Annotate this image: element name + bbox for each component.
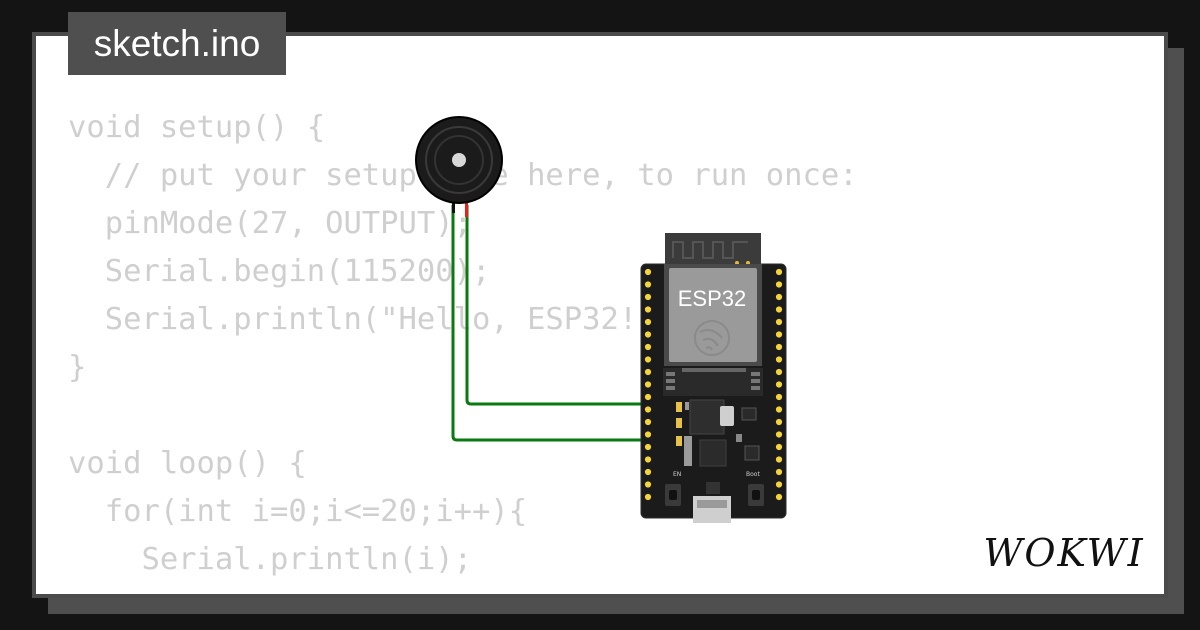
header-pin[interactable]	[644, 481, 652, 488]
wokwi-logo-text: WOKWI	[983, 531, 1144, 575]
file-tab[interactable]: sketch.ino	[68, 12, 286, 75]
code-line: if(i==5){	[68, 584, 858, 594]
esp32-board[interactable]: ESP32	[640, 233, 787, 523]
pin-header-right	[775, 268, 783, 501]
buzzer-red-lead	[465, 203, 468, 217]
header-pin[interactable]	[775, 318, 783, 326]
code-line: for(int i=0;i<=20;i++){	[68, 494, 528, 529]
header-pin[interactable]	[775, 456, 783, 463]
wokwi-logo: WOKWI	[983, 531, 1144, 575]
usb-port-icon	[693, 482, 731, 523]
header-pin[interactable]	[644, 356, 652, 363]
header-pin[interactable]	[775, 443, 783, 451]
header-pin[interactable]	[775, 481, 783, 488]
header-pin[interactable]	[775, 381, 783, 388]
header-pin[interactable]	[775, 293, 783, 301]
header-pin[interactable]	[644, 393, 652, 401]
header-pin[interactable]	[775, 393, 783, 401]
wifi-antenna-icon	[672, 241, 748, 259]
code-line: Serial.begin(115200);	[68, 254, 491, 289]
header-pin[interactable]	[644, 381, 652, 388]
header-pin[interactable]	[775, 406, 783, 413]
wire-group	[451, 205, 648, 442]
wire-signal[interactable]	[465, 205, 648, 406]
header-pin[interactable]	[644, 418, 652, 426]
header-pin[interactable]	[644, 493, 652, 501]
header-pin[interactable]	[644, 468, 652, 476]
header-pin[interactable]	[644, 293, 652, 301]
header-pin[interactable]	[775, 331, 783, 338]
header-pin[interactable]	[644, 268, 652, 276]
header-pin[interactable]	[775, 468, 783, 476]
code-line: void loop() {	[68, 446, 307, 481]
code-line: Serial.println(i);	[68, 542, 472, 577]
header-pin[interactable]	[775, 493, 783, 501]
code-line: pinMode(27, OUTPUT);	[68, 206, 472, 241]
boot-button-label: Boot	[746, 471, 760, 478]
header-pin[interactable]	[644, 318, 652, 326]
header-pin[interactable]	[644, 456, 652, 463]
header-pin[interactable]	[644, 343, 652, 351]
board-components: EN Boot	[665, 399, 764, 506]
module-pads	[663, 368, 763, 396]
header-pin[interactable]	[644, 306, 652, 313]
header-pin[interactable]	[775, 418, 783, 426]
preview-card: void setup() { // put your setup code he…	[32, 32, 1168, 598]
pin-header-left	[644, 268, 652, 501]
code-line: }	[68, 350, 87, 385]
header-pin[interactable]	[775, 306, 783, 313]
code-line: void setup() {	[68, 110, 326, 145]
board-label: ESP32	[678, 286, 747, 311]
header-pin[interactable]	[775, 356, 783, 363]
header-pin[interactable]	[775, 343, 783, 351]
header-pin[interactable]	[644, 281, 652, 288]
header-pin[interactable]	[644, 431, 652, 438]
header-pin[interactable]	[644, 443, 652, 451]
header-pin[interactable]	[775, 368, 783, 376]
en-button-label: EN	[673, 471, 681, 478]
code-editor: void setup() { // put your setup code he…	[68, 104, 858, 594]
header-pin[interactable]	[775, 268, 783, 276]
header-pin[interactable]	[644, 331, 652, 338]
buzzer[interactable]	[415, 116, 503, 217]
wire-ground[interactable]	[451, 205, 648, 442]
espressif-logo-icon	[694, 320, 730, 356]
header-pin[interactable]	[644, 368, 652, 376]
header-pin[interactable]	[775, 281, 783, 288]
header-pin[interactable]	[775, 431, 783, 438]
header-pin[interactable]	[644, 406, 652, 413]
